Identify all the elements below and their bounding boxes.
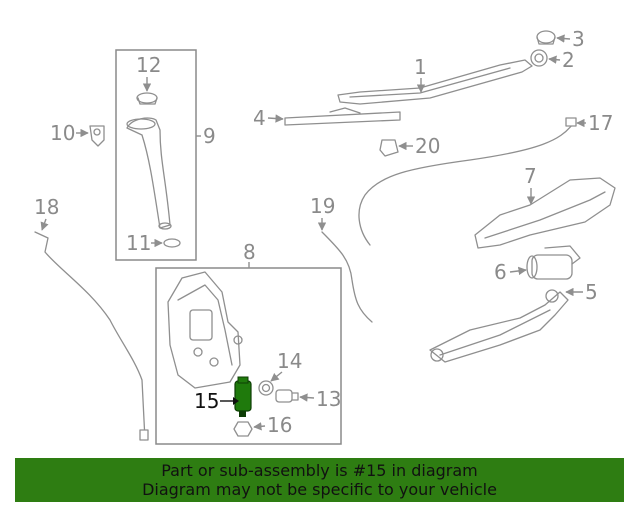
leader-16: [253, 422, 266, 431]
filler-neck-part: [126, 117, 172, 230]
motor-part-6: [526, 245, 581, 280]
clip-part-10: [89, 125, 105, 147]
clip-part-20: [379, 139, 399, 157]
washer-pump-part-15: [234, 376, 252, 417]
nut-part-16: [233, 421, 253, 437]
info-banner: Part or sub-assembly is #15 in diagram D…: [15, 458, 624, 502]
group-box-9: [115, 49, 197, 261]
hose-part-19: [321, 231, 373, 323]
leader-18: [40, 218, 49, 231]
cap-part-3: [536, 30, 556, 45]
callout-6: 6: [494, 260, 507, 284]
leader-14: [270, 371, 283, 382]
callout-7: 7: [524, 164, 537, 188]
sensor-part-13: [275, 389, 299, 403]
hose-fitting-17: [565, 117, 577, 127]
callout-11: 11: [126, 231, 151, 255]
leader-13: [299, 393, 315, 402]
callout-3: 3: [572, 27, 585, 51]
callout-10: 10: [50, 121, 75, 145]
leader-6: [509, 266, 527, 276]
callout-8: 8: [243, 240, 256, 264]
banner-line-2: Diagram may not be specific to your vehi…: [142, 480, 497, 499]
linkage-part-5: [429, 289, 569, 363]
callout-18: 18: [34, 195, 59, 219]
nut-part-2: [530, 49, 548, 67]
callout-1: 1: [414, 55, 427, 79]
callout-17: 17: [588, 111, 613, 135]
callout-9: 9: [203, 124, 216, 148]
wiper-blade-part-4: [284, 107, 401, 126]
callout-20: 20: [415, 134, 440, 158]
hose-part-17: [358, 124, 573, 246]
reservoir-part-8: [167, 271, 243, 389]
callout-15: 15: [194, 389, 219, 413]
hose-end-18: [139, 429, 149, 441]
callout-16: 16: [267, 413, 292, 437]
grommet-part-14: [258, 380, 274, 396]
seal-part-11: [163, 238, 181, 248]
wiper-arm-part-1: [337, 59, 533, 105]
leader-2: [548, 55, 561, 64]
callout-5: 5: [585, 280, 598, 304]
callout-12: 12: [136, 53, 161, 77]
leader-15-arrow: [233, 397, 239, 405]
hose-part-18: [34, 231, 146, 441]
callout-4: 4: [253, 106, 266, 130]
leader-4: [267, 114, 284, 123]
callout-2: 2: [562, 48, 575, 72]
callout-14: 14: [277, 349, 302, 373]
cap-part-12: [136, 92, 158, 105]
callout-13: 13: [316, 387, 341, 411]
callout-19: 19: [310, 194, 335, 218]
parts-diagram: 1 2 3 4 5 6 7 8 9 10 11 12 13 14 15 16 1…: [34, 27, 616, 445]
leader-3: [556, 34, 571, 43]
banner-line-1: Part or sub-assembly is #15 in diagram: [161, 461, 478, 480]
cover-part-7: [474, 177, 616, 249]
